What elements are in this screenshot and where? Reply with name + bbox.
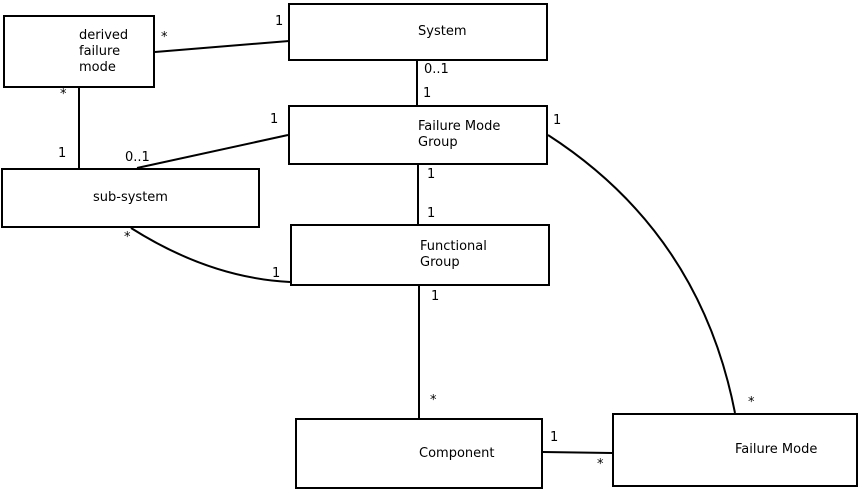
node-failure-mode-group-label: Failure Mode Group: [418, 119, 501, 150]
node-derived-failure-mode-label: derived failure mode: [79, 27, 129, 75]
mult-fmg-failure-mode-near-fm: *: [748, 395, 755, 410]
mult-sub-system-fg-near-sub-system: *: [124, 230, 131, 245]
node-functional-group-label: Functional Group: [420, 239, 487, 270]
node-sub-system-label: sub-system: [93, 190, 168, 205]
edge-sub-system-functional-group: [130, 227, 291, 283]
mult-fmg-failure-mode-near-fmg: 1: [553, 113, 562, 128]
mult-system-fmg-near-fmg: 1: [423, 86, 432, 101]
node-failure-mode-group: Failure Mode Group: [288, 105, 548, 165]
mult-system-fmg-near-system: 0..1: [424, 62, 449, 77]
mult-fmg-sub-system-near-fmg: 1: [270, 112, 279, 127]
edge-fmg-failure-mode: [547, 134, 736, 414]
node-derived-failure-mode: derived failure mode: [3, 15, 155, 88]
mult-fmg-sub-system-near-sub-system: 0..1: [125, 150, 150, 165]
mult-component-failure-mode-near-component: 1: [550, 430, 559, 445]
edge-dfm-system: [154, 40, 290, 53]
mult-fg-component-near-component: *: [430, 393, 437, 408]
mult-dfm-sub-system-near-dfm: *: [60, 87, 67, 102]
mult-dfm-sub-system-near-sub-system: 1: [58, 146, 67, 161]
node-sub-system: sub-system: [1, 168, 260, 228]
mult-fmg-functional-group-near-fg: 1: [427, 206, 436, 221]
mult-component-failure-mode-near-fm: *: [597, 457, 604, 472]
mult-sub-system-fg-near-fg: 1: [272, 266, 281, 281]
node-functional-group: Functional Group: [290, 224, 550, 286]
mult-dfm-system-near-dfm: *: [161, 30, 168, 45]
node-failure-mode-label: Failure Mode: [735, 442, 818, 457]
node-failure-mode: Failure Mode: [612, 413, 858, 487]
edge-component-failure-mode: [542, 451, 613, 454]
mult-fg-component-near-fg: 1: [431, 289, 440, 304]
mult-fmg-functional-group-near-fmg: 1: [427, 167, 436, 182]
edge-fmg-sub-system: [136, 134, 289, 169]
node-system: System: [288, 3, 548, 61]
node-component: Component: [295, 418, 543, 489]
node-system-label: System: [418, 24, 467, 39]
mult-dfm-system-near-system: 1: [275, 14, 284, 29]
node-component-label: Component: [419, 445, 495, 461]
